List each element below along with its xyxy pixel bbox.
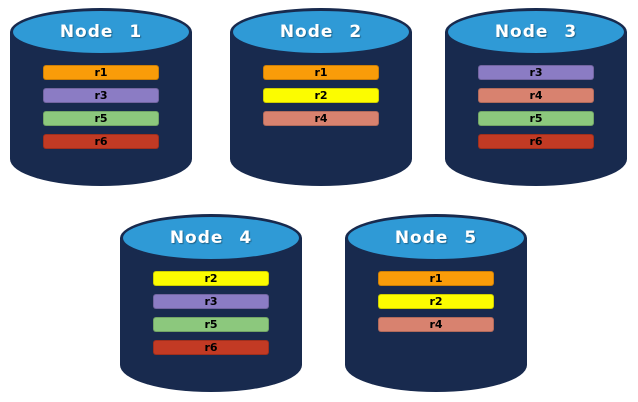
replica-bar-r1: r1 — [263, 65, 379, 80]
node-cylinder-body — [230, 32, 412, 186]
replica-label: r6 — [94, 135, 108, 148]
replica-list: r2 r3 r5 r6 — [153, 271, 269, 355]
replica-bar-r4: r4 — [478, 88, 594, 103]
replica-list: r3 r4 r5 r6 — [478, 65, 594, 149]
node-cylinder-body — [10, 32, 192, 186]
node-label: Node 2 — [279, 22, 363, 42]
replica-label: r3 — [529, 66, 543, 79]
replica-label: r6 — [204, 341, 218, 354]
replica-bar-r3: r3 — [153, 294, 269, 309]
node-label: Node 5 — [394, 228, 478, 248]
database-node-2: Node 2 r1 r2 r4 — [230, 8, 412, 186]
node-cylinder-body — [345, 238, 527, 392]
node-cylinder-body — [120, 238, 302, 392]
replica-label: r2 — [314, 89, 328, 102]
database-node-4: Node 4 r2 r3 r5 r6 — [120, 214, 302, 392]
node-cylinder-body — [445, 32, 627, 186]
replica-list: r1 r2 r4 — [263, 65, 379, 126]
replica-bar-r1: r1 — [43, 65, 159, 80]
replica-label: r4 — [429, 318, 443, 331]
database-node-1: Node 1 r1 r3 r5 r6 — [10, 8, 192, 186]
database-node-5: Node 5 r1 r2 r4 — [345, 214, 527, 392]
replica-bar-r3: r3 — [43, 88, 159, 103]
replica-list: r1 r2 r4 — [378, 271, 494, 332]
replica-bar-r4: r4 — [263, 111, 379, 126]
replica-bar-r1: r1 — [378, 271, 494, 286]
replica-label: r4 — [529, 89, 543, 102]
node-cylinder-top: Node 3 — [445, 8, 627, 56]
node-label: Node 3 — [494, 22, 578, 42]
replica-bar-r5: r5 — [43, 111, 159, 126]
replica-bar-r6: r6 — [153, 340, 269, 355]
replica-label: r3 — [204, 295, 218, 308]
replica-bar-r2: r2 — [378, 294, 494, 309]
replica-label: r2 — [429, 295, 443, 308]
node-label: Node 1 — [59, 22, 143, 42]
replica-label: r5 — [529, 112, 543, 125]
replica-label: r6 — [529, 135, 543, 148]
replica-label: r5 — [94, 112, 108, 125]
replica-label: r1 — [429, 272, 443, 285]
replica-bar-r4: r4 — [378, 317, 494, 332]
replica-label: r1 — [94, 66, 108, 79]
node-cylinder-top: Node 5 — [345, 214, 527, 262]
replica-label: r4 — [314, 112, 328, 125]
replica-bar-r3: r3 — [478, 65, 594, 80]
replica-bar-r5: r5 — [153, 317, 269, 332]
replica-bar-r6: r6 — [43, 134, 159, 149]
replica-bar-r5: r5 — [478, 111, 594, 126]
replica-bar-r2: r2 — [153, 271, 269, 286]
replica-list: r1 r3 r5 r6 — [43, 65, 159, 149]
replica-bar-r6: r6 — [478, 134, 594, 149]
node-cylinder-top: Node 4 — [120, 214, 302, 262]
replica-label: r5 — [204, 318, 218, 331]
node-label: Node 4 — [169, 228, 253, 248]
replica-label: r1 — [314, 66, 328, 79]
replica-bar-r2: r2 — [263, 88, 379, 103]
replica-label: r2 — [204, 272, 218, 285]
node-cylinder-top: Node 2 — [230, 8, 412, 56]
node-cylinder-top: Node 1 — [10, 8, 192, 56]
database-node-3: Node 3 r3 r4 r5 r6 — [445, 8, 627, 186]
replica-label: r3 — [94, 89, 108, 102]
